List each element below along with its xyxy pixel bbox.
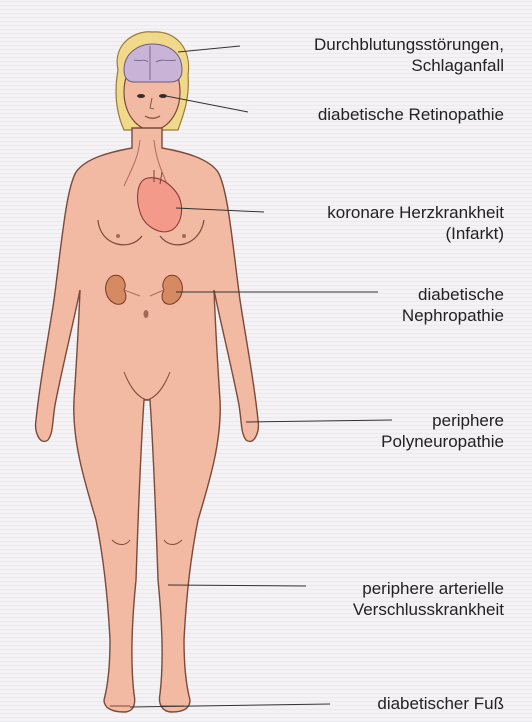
- leader-stroke: [178, 46, 240, 52]
- label-neuropathy: periphere Polyneuropathie: [381, 410, 504, 452]
- label-heart: koronare Herzkrankheit (Infarkt): [327, 202, 504, 244]
- label-stroke: Durchblutungsstörungen, Schlaganfall: [314, 34, 504, 76]
- leader-neuropathy: [246, 420, 392, 422]
- label-nephropathy: diabetische Nephropathie: [402, 284, 504, 326]
- label-retinopathy: diabetische Retinopathie: [318, 104, 504, 125]
- label-pad: periphere arterielle Verschlusskrankheit: [353, 578, 504, 620]
- label-foot: diabetischer Fuß: [377, 693, 504, 714]
